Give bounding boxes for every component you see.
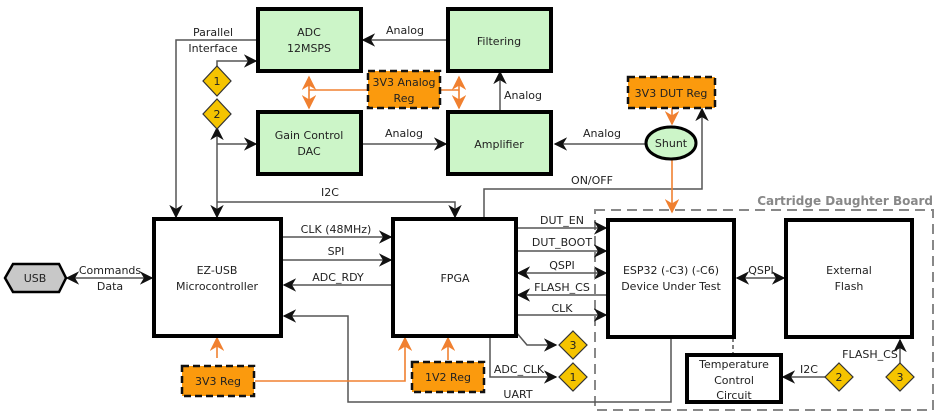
connector-1-fpga: 1 — [558, 362, 588, 392]
wire-on-off — [483, 107, 709, 217]
label-commands: Commands — [79, 264, 142, 277]
svg-text:1V2 Reg: 1V2 Reg — [425, 371, 471, 384]
wire-uart — [282, 309, 672, 403]
svg-text:USB: USB — [24, 272, 47, 285]
svg-text:3: 3 — [897, 371, 904, 384]
svg-text:ESP32 (-C3) (-C6): ESP32 (-C3) (-C6) — [623, 264, 719, 277]
label-adc-clk: ADC_CLK — [494, 363, 545, 376]
label-uart: UART — [503, 388, 532, 401]
svg-text:1: 1 — [570, 371, 577, 384]
label-spi: SPI — [328, 245, 345, 258]
ez-usb-microcontroller: EZ-USB Microcontroller — [152, 217, 283, 338]
external-flash-block: External Flash — [784, 218, 914, 339]
label-qspi: QSPI — [549, 259, 575, 272]
svg-text:3V3 DUT Reg: 3V3 DUT Reg — [635, 87, 708, 100]
label-analog-shunt-amp: Analog — [583, 127, 621, 140]
svg-text:Temperature: Temperature — [698, 358, 769, 371]
svg-text:DAC: DAC — [297, 145, 321, 158]
usb-port: USB — [3, 262, 68, 294]
connector-3-fpga: 3 — [558, 330, 588, 360]
svg-text:3: 3 — [570, 339, 577, 352]
3v3-regulator: 3V3 Reg — [180, 364, 256, 398]
label-i2c: I2C — [321, 186, 339, 199]
svg-text:Control: Control — [714, 374, 754, 387]
label-dut-boot: DUT_BOOT — [532, 236, 592, 249]
label-qspi-flash: QSPI — [748, 264, 774, 277]
label-parallel: Parallel — [193, 26, 233, 39]
gain-control-dac-block: Gain Control DAC — [256, 110, 363, 176]
temperature-control-block: Temperature Control Circuit — [685, 353, 783, 404]
label-adc-rdy: ADC_RDY — [312, 271, 364, 284]
svg-text:Device Under Test: Device Under Test — [621, 280, 721, 293]
svg-text:3V3 Analog: 3V3 Analog — [372, 76, 435, 89]
amplifier-block: Amplifier — [446, 110, 553, 176]
svg-text:Shunt: Shunt — [655, 137, 688, 150]
filtering-block: Filtering — [446, 7, 553, 73]
label-on-off: ON/OFF — [571, 174, 613, 187]
1v2-regulator: 1V2 Reg — [410, 360, 486, 394]
svg-text:1: 1 — [214, 75, 221, 88]
pwr-3v3-fpga — [255, 336, 413, 382]
analog-regulator: 3V3 Analog Reg — [366, 69, 442, 110]
label-i2c-temp: I2C — [800, 363, 818, 376]
connector-1-top: 1 — [202, 65, 232, 97]
adc-block: ADC 12MSPS — [256, 7, 363, 73]
svg-text:EZ-USB: EZ-USB — [197, 264, 238, 277]
daughter-board-label: Cartridge Daughter Board — [757, 194, 933, 208]
svg-text:External: External — [826, 264, 872, 277]
label-analog-dac-amp: Analog — [385, 127, 423, 140]
connector-2-top: 2 — [202, 98, 232, 130]
label-analog-amp-filter: Analog — [504, 89, 542, 102]
svg-text:2: 2 — [836, 371, 843, 384]
label-flash-cs: FLASH_CS — [534, 281, 590, 294]
svg-text:Filtering: Filtering — [477, 35, 521, 48]
svg-text:Reg: Reg — [394, 92, 415, 105]
esp32-dut-block: ESP32 (-C3) (-C6) Device Under Test — [606, 218, 736, 339]
fpga-block: FPGA — [391, 217, 518, 338]
shunt: Shunt — [644, 125, 698, 161]
wire-fpga-conn3 — [515, 331, 558, 352]
label-interface: Interface — [188, 42, 237, 55]
connector-2-board: 2 — [824, 362, 854, 392]
connector-3-board: 3 — [885, 362, 915, 392]
svg-text:3V3 Reg: 3V3 Reg — [195, 375, 241, 388]
label-clk: CLK — [551, 302, 573, 315]
svg-text:ADC: ADC — [297, 26, 321, 39]
wire-parallel-interface — [169, 39, 258, 219]
label-clk48: CLK (48MHz) — [301, 223, 372, 236]
svg-text:Gain Control: Gain Control — [275, 129, 344, 142]
svg-text:12MSPS: 12MSPS — [287, 42, 331, 55]
svg-text:2: 2 — [214, 108, 221, 121]
label-dut-en: DUT_EN — [540, 214, 584, 227]
svg-text:Microcontroller: Microcontroller — [176, 280, 259, 293]
label-analog-filter-adc: Analog — [386, 24, 424, 37]
wire-adc-clk — [489, 334, 558, 384]
svg-text:Flash: Flash — [835, 280, 864, 293]
wire-i2c-fpga — [217, 201, 462, 219]
svg-text:FPGA: FPGA — [440, 272, 469, 285]
label-flash-cs-ext: FLASH_CS — [842, 348, 898, 361]
dut-regulator: 3V3 DUT Reg — [626, 75, 717, 110]
svg-text:Amplifier: Amplifier — [474, 138, 524, 151]
svg-text:Circuit: Circuit — [716, 389, 752, 402]
wire-conn1-adc — [216, 54, 258, 70]
label-data: Data — [97, 280, 123, 293]
